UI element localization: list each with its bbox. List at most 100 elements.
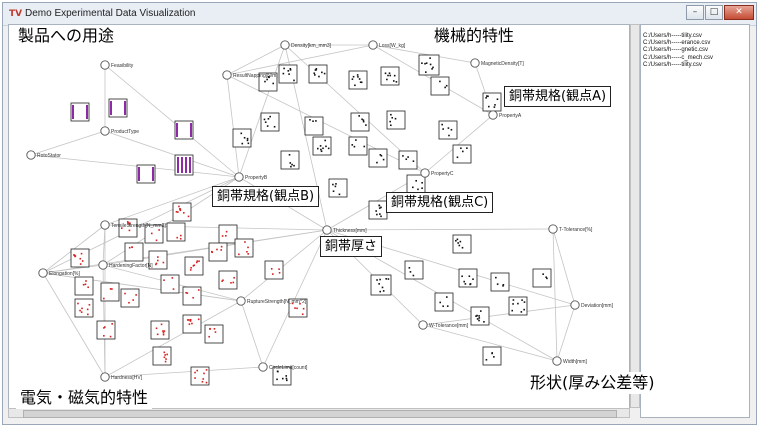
network-graph[interactable]: FeasibilityProductTypeRotoStatorDensity[… bbox=[9, 25, 629, 408]
data-thumbnail[interactable] bbox=[136, 164, 156, 184]
file-item[interactable]: C:/Users/h-----tility.csv bbox=[643, 33, 702, 39]
data-thumbnail[interactable] bbox=[348, 70, 368, 90]
node-circle[interactable] bbox=[100, 126, 110, 136]
data-thumbnail[interactable] bbox=[272, 366, 292, 386]
node-circle[interactable] bbox=[322, 225, 332, 235]
graph-node-wtolerance[interactable]: W-Tolerance[mm] bbox=[418, 320, 469, 330]
data-thumbnail[interactable] bbox=[452, 144, 472, 164]
graph-node-density[interactable]: Density[km_mm3] bbox=[280, 40, 332, 50]
graph-node-rupturestrength[interactable]: RuptureStrength[N_mm^2] bbox=[236, 296, 307, 306]
data-thumbnail[interactable] bbox=[70, 248, 90, 268]
graph-node-propertyc[interactable]: PropertyC bbox=[420, 168, 454, 178]
close-icon[interactable]: ✕ bbox=[724, 5, 754, 20]
data-thumbnail[interactable] bbox=[218, 270, 238, 290]
node-circle[interactable] bbox=[470, 58, 480, 68]
data-thumbnail[interactable] bbox=[434, 292, 454, 312]
node-circle[interactable] bbox=[100, 60, 110, 70]
node-circle[interactable] bbox=[368, 40, 378, 50]
data-thumbnail[interactable] bbox=[144, 224, 164, 244]
horizontal-scroll-thumb[interactable] bbox=[23, 410, 617, 418]
data-thumbnail[interactable] bbox=[172, 202, 192, 222]
data-thumbnail[interactable] bbox=[308, 64, 328, 84]
node-circle[interactable] bbox=[100, 372, 110, 382]
node-circle[interactable] bbox=[570, 300, 580, 310]
data-thumbnail[interactable] bbox=[174, 154, 194, 176]
file-item[interactable]: C:/Users/h-----gnetic.csv bbox=[643, 47, 709, 54]
data-thumbnail[interactable] bbox=[190, 366, 210, 386]
node-circle[interactable] bbox=[222, 70, 232, 80]
graph-node-thickness[interactable]: Thickness[mm] bbox=[322, 225, 367, 235]
node-circle[interactable] bbox=[234, 172, 244, 182]
node-circle[interactable] bbox=[98, 260, 108, 270]
node-circle[interactable] bbox=[552, 356, 562, 366]
graph-node-feasibility[interactable]: Feasibility bbox=[100, 60, 134, 70]
node-circle[interactable] bbox=[418, 320, 428, 330]
graph-node-resultnapping[interactable]: ResultNapping[N/m] bbox=[222, 70, 279, 80]
node-circle[interactable] bbox=[38, 268, 48, 278]
node-circle[interactable] bbox=[548, 224, 558, 234]
node-circle[interactable] bbox=[26, 150, 36, 160]
data-thumbnail[interactable] bbox=[96, 320, 116, 340]
graph-node-hardness[interactable]: Hardness[HV] bbox=[100, 372, 143, 382]
graph-node-ttolerance[interactable]: T-Tolerance[%] bbox=[548, 224, 593, 234]
data-thumbnail[interactable] bbox=[452, 234, 472, 254]
graph-node-width[interactable]: Width[mm] bbox=[552, 356, 588, 366]
graph-node-tensilestrength[interactable]: TensileStrength[N_mm2] bbox=[100, 220, 167, 230]
data-thumbnail[interactable] bbox=[482, 92, 502, 112]
data-thumbnail[interactable] bbox=[182, 314, 202, 334]
file-item[interactable]: C:/Users/h-----c_mech.csv bbox=[643, 54, 714, 61]
data-thumbnail[interactable] bbox=[152, 346, 172, 366]
data-thumbnail[interactable] bbox=[470, 306, 490, 326]
node-circle[interactable] bbox=[236, 296, 246, 306]
node-circle[interactable] bbox=[420, 168, 430, 178]
node-circle[interactable] bbox=[100, 220, 110, 230]
data-thumbnail[interactable] bbox=[288, 298, 308, 318]
data-thumbnail[interactable] bbox=[430, 76, 450, 96]
graph-node-rotostator[interactable]: RotoStator bbox=[26, 150, 61, 160]
data-thumbnail[interactable] bbox=[386, 110, 406, 130]
data-thumbnail[interactable] bbox=[458, 268, 478, 288]
data-thumbnail[interactable] bbox=[74, 276, 94, 296]
data-thumbnail[interactable] bbox=[204, 324, 224, 344]
data-thumbnail[interactable] bbox=[260, 112, 280, 132]
node-circle[interactable] bbox=[258, 362, 268, 372]
data-thumbnail[interactable] bbox=[184, 256, 204, 276]
data-thumbnail[interactable] bbox=[150, 320, 170, 340]
graph-node-hardeningfactor[interactable]: HardeningFactor[N] bbox=[98, 260, 153, 270]
data-thumbnail[interactable] bbox=[70, 102, 90, 122]
data-thumbnail[interactable] bbox=[108, 98, 128, 118]
data-thumbnail[interactable] bbox=[368, 148, 388, 168]
file-item[interactable]: C:/Users/h-----tility.csv bbox=[643, 61, 702, 68]
vertical-scrollbar[interactable] bbox=[630, 24, 640, 408]
data-thumbnail[interactable] bbox=[258, 72, 278, 92]
data-thumbnail[interactable] bbox=[404, 260, 424, 280]
data-thumbnail[interactable] bbox=[120, 288, 140, 308]
data-thumbnail[interactable] bbox=[370, 274, 392, 296]
data-thumbnail[interactable] bbox=[160, 274, 180, 294]
data-thumbnail[interactable] bbox=[166, 222, 186, 242]
data-thumbnail[interactable] bbox=[74, 298, 94, 318]
graph-node-circlelimit[interactable]: CircleLimit[count] bbox=[258, 362, 308, 372]
data-thumbnail[interactable] bbox=[368, 200, 388, 220]
data-thumbnail[interactable] bbox=[124, 242, 144, 262]
data-thumbnail[interactable] bbox=[328, 178, 348, 198]
data-thumbnail[interactable] bbox=[218, 224, 238, 244]
data-thumbnail[interactable] bbox=[380, 66, 400, 86]
data-thumbnail[interactable] bbox=[278, 64, 298, 84]
data-thumbnail[interactable] bbox=[304, 116, 324, 136]
data-thumbnail[interactable] bbox=[264, 260, 284, 280]
graph-node-magneticdensity[interactable]: MagneticDensity[T] bbox=[470, 58, 525, 68]
data-thumbnail[interactable] bbox=[208, 242, 228, 262]
data-thumbnail[interactable] bbox=[348, 136, 368, 156]
data-thumbnail[interactable] bbox=[482, 346, 502, 366]
data-thumbnail[interactable] bbox=[280, 150, 300, 170]
graph-node-propertyb[interactable]: PropertyB bbox=[234, 172, 268, 182]
title-bar[interactable]: TV Demo Experimental Data Visualization … bbox=[3, 3, 756, 26]
graph-node-elongation[interactable]: Elongation[%] bbox=[38, 268, 81, 278]
horizontal-scrollbar[interactable] bbox=[8, 408, 630, 418]
data-thumbnail[interactable] bbox=[100, 282, 120, 302]
graph-node-propertya[interactable]: PropertyA bbox=[488, 110, 522, 120]
data-thumbnail[interactable] bbox=[182, 286, 202, 306]
data-thumbnail[interactable] bbox=[398, 150, 418, 170]
data-thumbnail[interactable] bbox=[232, 128, 252, 148]
